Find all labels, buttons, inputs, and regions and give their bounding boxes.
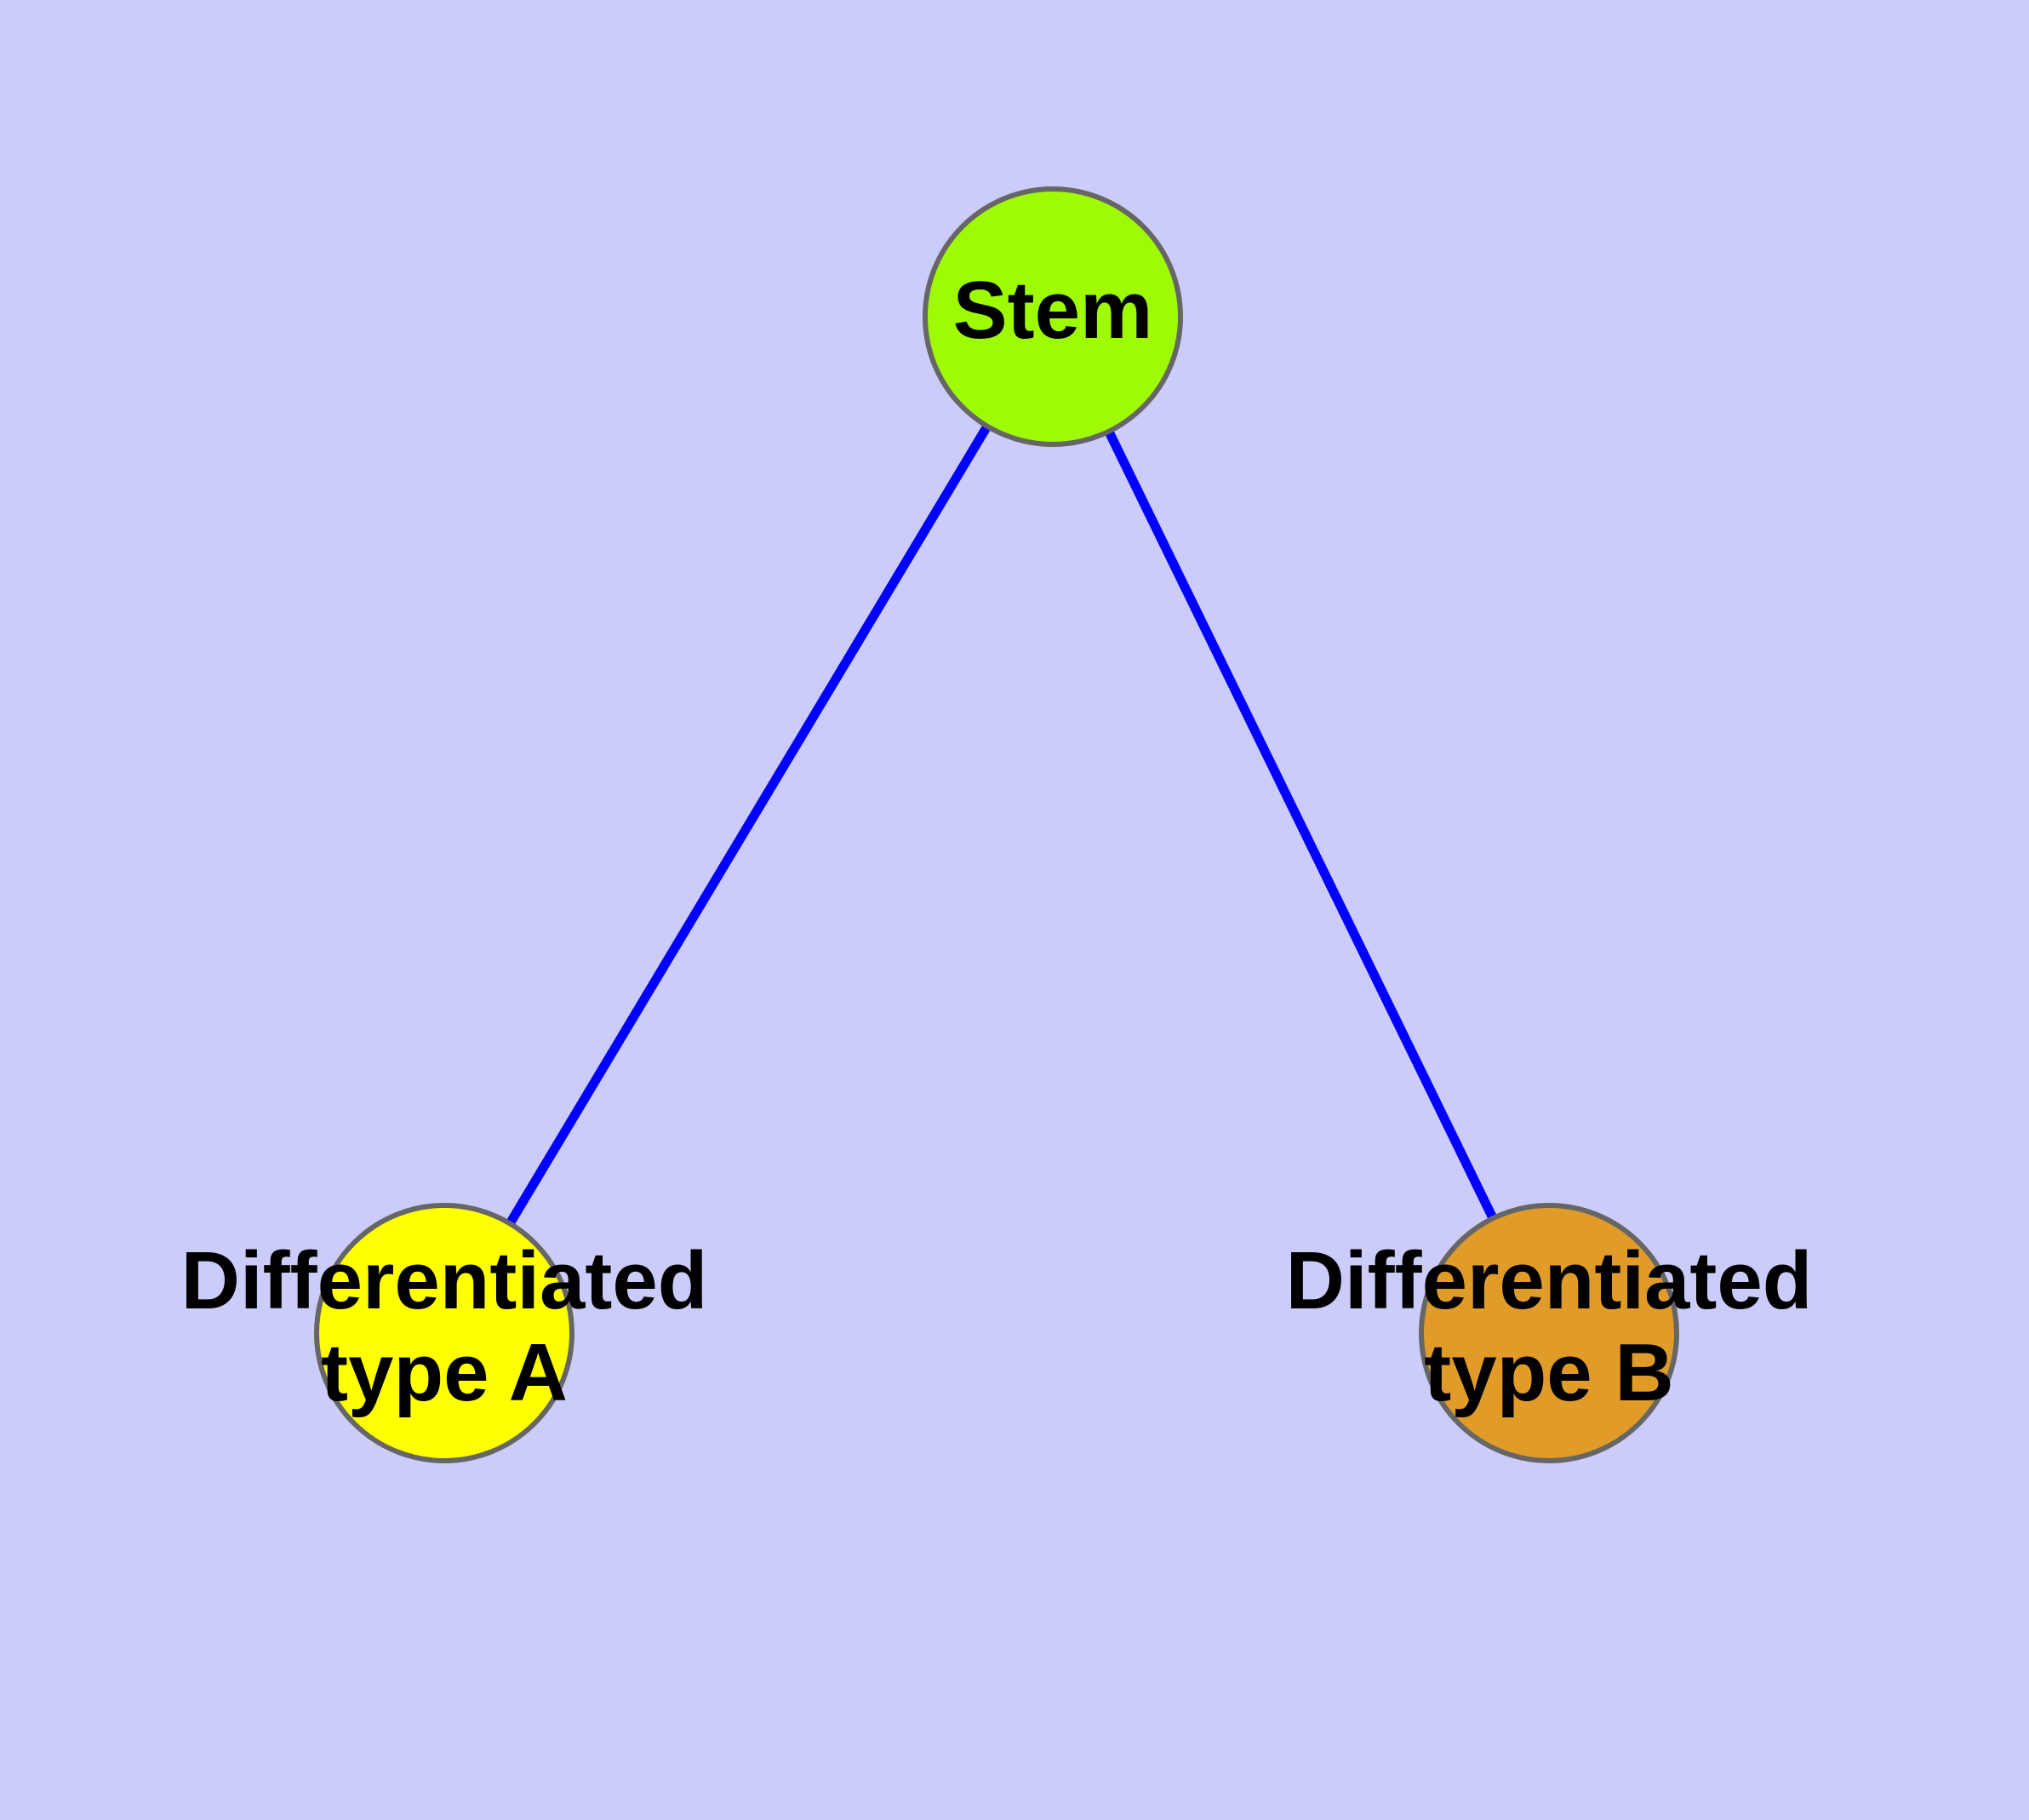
graph-node-diff-a[interactable]	[314, 1203, 574, 1463]
nodes-layer	[314, 186, 1679, 1463]
graph-node-label-line: Differentiated	[181, 1236, 708, 1327]
graph-edge-stem-to-diff-a	[505, 422, 992, 1228]
edges-layer	[505, 422, 1499, 1228]
graph-node-label-line: type B	[1424, 1327, 1673, 1418]
graph-node-stem[interactable]	[923, 186, 1183, 447]
graph-edge-stem-to-diff-b	[1103, 427, 1499, 1222]
graph-node-label-line: type A	[321, 1327, 568, 1418]
graph-node-diff-b[interactable]	[1419, 1203, 1679, 1463]
graph-node-label-line: Differentiated	[1286, 1236, 1813, 1327]
graph-node-label-line: Stem	[953, 265, 1153, 356]
graph-node-label-stem: Stem	[953, 265, 1153, 356]
